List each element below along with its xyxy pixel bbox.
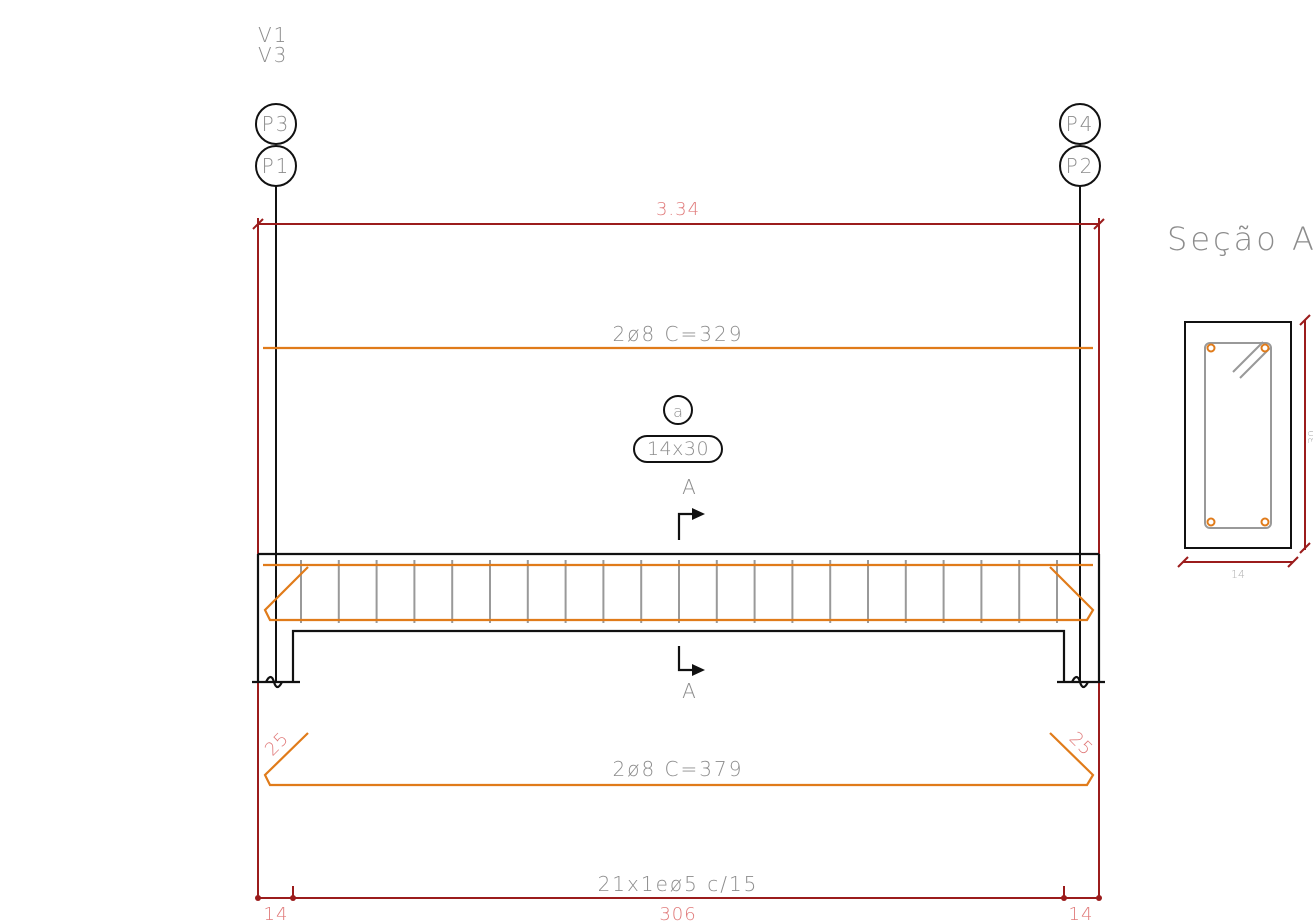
pillar-label-p1: P1 — [262, 154, 291, 178]
hook-length-left: 25 — [261, 728, 293, 760]
pillar-label-p2: P2 — [1066, 154, 1095, 178]
section-cut-label-bottom: A — [682, 679, 698, 703]
stirrup-set — [300, 560, 1058, 623]
beam-id-v3: V3 — [258, 43, 288, 67]
beam-rebar-elevation — [263, 563, 1095, 622]
cross-section-detail — [1177, 314, 1311, 568]
top-rebar-label: 2ø8 C=329 — [613, 322, 744, 346]
hook-length-right: 25 — [1065, 728, 1097, 760]
bottom-dimension-chain — [255, 886, 1102, 901]
bottom-rebar-shape — [263, 732, 1095, 787]
pillar-marker-left: P3 P1 — [255, 103, 297, 187]
overall-dimension-line — [252, 218, 1105, 900]
right-support-dimension: 14 — [1069, 904, 1094, 922]
beam-id-v1: V1 — [258, 23, 288, 47]
section-height-label: 30 — [1306, 430, 1313, 444]
section-detail-title: Seção A — [1167, 220, 1313, 258]
pillar-label-p4: P4 — [1066, 112, 1095, 136]
beam-section-tag: 14x30 — [633, 435, 723, 463]
overall-length-label: 3.34 — [656, 199, 700, 220]
bottom-rebar-label: 2ø8 C=379 — [613, 757, 744, 781]
beam-elevation-outline — [252, 552, 1105, 689]
stirrups-label: 21x1eø5 c/15 — [598, 872, 759, 896]
pillar-label-p3: P3 — [262, 112, 291, 136]
pillar-marker-right: P4 P2 — [1059, 103, 1101, 187]
position-mark: a — [673, 402, 683, 421]
section-width-label: 14 — [1231, 568, 1245, 581]
section-cut-label-top: A — [682, 475, 698, 499]
section-size-label: 14x30 — [647, 438, 709, 460]
left-support-dimension: 14 — [264, 904, 289, 922]
beam-position-tag: a — [663, 395, 693, 425]
clear-span-dimension: 306 — [659, 904, 696, 922]
section-cut-arrow-top — [677, 508, 705, 540]
section-cut-arrow-bottom — [677, 646, 705, 676]
